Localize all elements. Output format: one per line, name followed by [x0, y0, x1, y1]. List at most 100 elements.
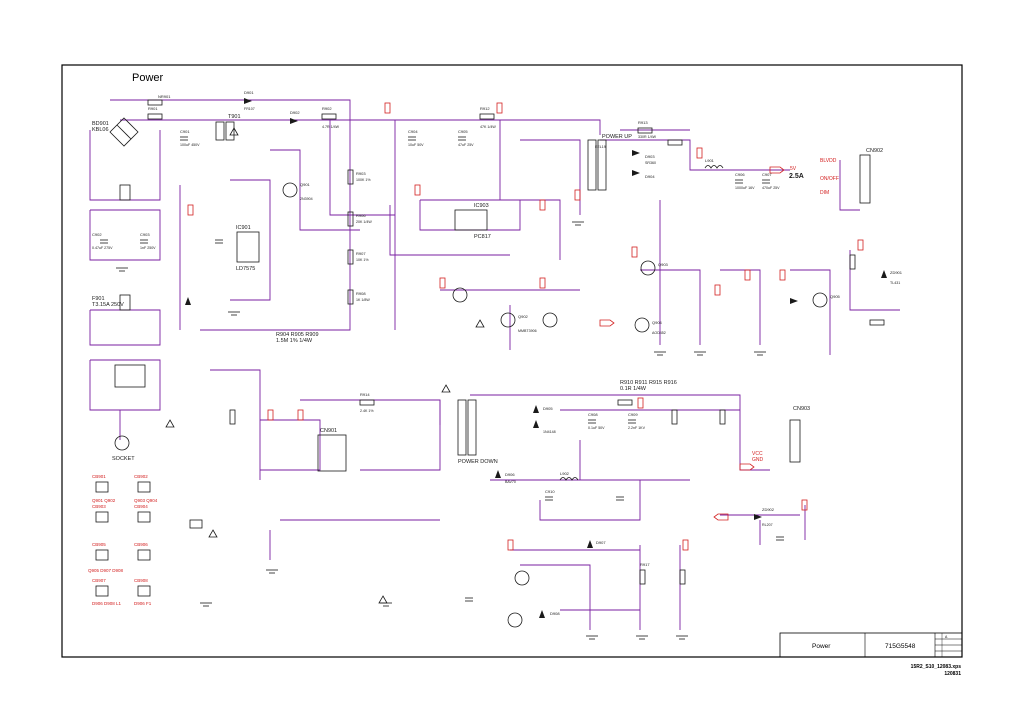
schematic-label: 47uF 25V — [458, 143, 474, 147]
ic-part: LD7575 — [236, 266, 255, 272]
schematic-label: D903 — [645, 154, 655, 159]
opto-label: IC903 — [474, 203, 489, 209]
output-connector-right — [859, 154, 871, 204]
date-line: 120831 — [944, 671, 961, 677]
schematic-label: C905 — [458, 129, 468, 134]
schematic-label: R914 — [360, 392, 370, 397]
schematic-label: FR107 — [244, 107, 255, 111]
net-labels: BLVDD ON/OFF DIM VCC GND — [752, 158, 839, 463]
transformer-secondary — [225, 121, 235, 141]
wires — [89, 99, 900, 630]
schematic-label: Q905 — [830, 294, 841, 299]
schematic-label: ZD901 — [890, 270, 903, 275]
output-net: 5V — [790, 166, 797, 172]
schematic-label: 20K 1/4W — [356, 220, 372, 224]
schematic-label: MMBT3906 — [518, 329, 537, 333]
components — [100, 99, 885, 602]
legend-note-4: D906 D908 L1 — [92, 601, 122, 606]
output-callout: 5V 2.5A — [789, 166, 804, 180]
schematic-label: D906 — [505, 472, 515, 477]
labels: BD901 KBL06 SOCKET T901 R904 R905 R909 1… — [92, 114, 883, 465]
schematic-label: D904 — [645, 174, 655, 179]
legend-cb901: CB901 — [92, 474, 106, 479]
schematic-label: Q902 — [518, 314, 529, 319]
schematic-label: C910 — [545, 489, 555, 494]
schematic-label: D905 — [543, 406, 553, 411]
power-up: POWER UP — [602, 134, 632, 140]
feedback-note: R904 R905 R909 — [276, 332, 319, 338]
schematic-label: 2N3904 — [300, 197, 313, 201]
legend-note-5: D906 F1 — [134, 601, 152, 606]
schematic-label: 10K 1% — [356, 258, 369, 262]
title-block-revision: A — [945, 635, 948, 639]
caution-triangles — [165, 127, 485, 604]
schematic-label: 1nF 250V — [140, 246, 156, 250]
schematic-label: R903 — [356, 171, 366, 176]
schematic-label: C909 — [628, 412, 638, 417]
refdes: C901 C902 C903 C904 C905 C906 C907 C908 … — [92, 90, 903, 616]
schematic-label: Q903 — [658, 262, 669, 267]
schematic-label: ZD902 — [762, 507, 775, 512]
component-values: 100uF 450V 0.47uF 275V 1nF 250V 10uF 50V… — [92, 107, 900, 527]
opto-part: PC817 — [474, 234, 491, 240]
output-current: 2.5A — [789, 173, 804, 180]
net-blvdd: BLVDD — [820, 158, 837, 164]
ic-secondary — [317, 434, 347, 472]
schematic-label: EEL19 — [595, 145, 606, 149]
schematic-label: D908 — [550, 611, 560, 616]
schematic-label: C906 — [735, 172, 745, 177]
legend-cb908: CB908 — [134, 578, 148, 583]
schematic-label: 100K 1% — [356, 178, 371, 182]
schematic-label: R913 — [638, 120, 648, 125]
schematic-label: D901 — [244, 90, 254, 95]
schematic-label: 330R 1/4W — [638, 135, 657, 139]
legend-cb905: CB905 — [92, 542, 106, 547]
feedback-note-2: 1.5M 1% 1/4W — [276, 338, 313, 344]
sheet-title: Power — [132, 72, 164, 84]
legend-parts — [95, 481, 203, 597]
inductor-label: T901 — [228, 114, 241, 120]
ic-optocoupler — [454, 209, 488, 231]
schematic-label: R912 — [480, 106, 490, 111]
net-dim: DIM — [820, 190, 829, 196]
schematic-label: C904 — [408, 129, 418, 134]
schematic-label: D902 — [290, 110, 300, 115]
reg-note: R910 R911 R915 R916 — [620, 380, 677, 386]
schematic-label: C903 — [140, 232, 150, 237]
schematic-label: R908 — [356, 291, 366, 296]
ic-controller — [236, 231, 260, 263]
standby-transformer — [457, 399, 467, 456]
schematic-label: C907 — [762, 172, 772, 177]
output-connector-lower — [789, 419, 801, 463]
schematic-label: C901 — [180, 129, 190, 134]
bridge-label: BD901 — [92, 121, 109, 127]
transformer-primary — [215, 121, 225, 141]
bridge-value: KBL06 — [92, 127, 109, 133]
ac-socket — [114, 435, 130, 451]
reg-note-2: 0.1R 1/4W — [620, 386, 647, 392]
schematic-label: Q901 — [300, 182, 311, 187]
schematic-label: 1K 1/8W — [356, 298, 370, 302]
power-transformer — [587, 139, 597, 191]
schematic-label: NR901 — [158, 94, 171, 99]
schematic-label: 1000uF 16V — [735, 186, 755, 190]
schematic-label: L901 — [705, 158, 715, 163]
file-line: 15R2_S10_12083.xps — [911, 664, 962, 670]
legend-note-3: Q905 D907 D908 — [88, 568, 124, 573]
schematic-label: C902 — [92, 232, 102, 237]
net-on-off: ON/OFF — [820, 176, 839, 182]
net-vcc: VCC — [752, 451, 763, 457]
bridge-rectifier — [109, 117, 139, 147]
schematic-label: C908 — [588, 412, 598, 417]
title-block-part-no: 715G5548 — [885, 643, 916, 650]
schematic-label: 4.7R 1/4W — [322, 125, 340, 129]
schematic-label: TL431 — [890, 281, 900, 285]
schematic-label: 100uF 450V — [180, 143, 200, 147]
legend-cb907: CB907 — [92, 578, 106, 583]
ic-label: IC901 — [236, 225, 251, 231]
schematic-label: AOD452 — [652, 331, 666, 335]
schematic-label: R907 — [356, 251, 366, 256]
ic-secondary-label: CN901 — [320, 428, 337, 434]
title-block: Power 715G5548 A — [779, 632, 963, 658]
